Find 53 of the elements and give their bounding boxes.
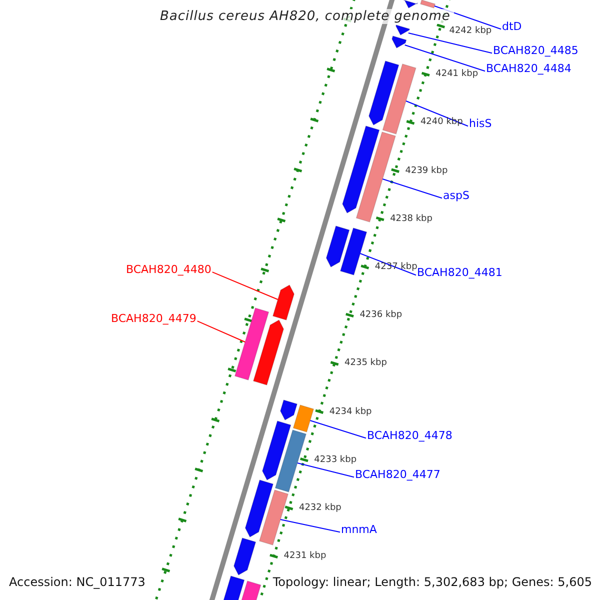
scale-label: 4239 kbp bbox=[405, 166, 448, 177]
scale-label: 4242 kbp bbox=[449, 26, 492, 37]
scale-label: 4233 kbp bbox=[314, 454, 357, 466]
leader-line bbox=[212, 272, 278, 300]
accession-text: Accession: NC_011773 bbox=[9, 574, 146, 590]
gene-feature bbox=[292, 404, 314, 432]
gene-feature bbox=[234, 308, 270, 380]
scale-label: 4237 kbp bbox=[374, 262, 418, 273]
leader-line bbox=[408, 32, 492, 54]
gene-feature bbox=[382, 64, 416, 134]
gene-label: BCAH820_4485 bbox=[493, 44, 578, 58]
gene-feature bbox=[368, 60, 400, 126]
scale-label: 4235 kbp bbox=[344, 358, 387, 370]
leader-line bbox=[406, 100, 468, 127]
scale-label: 4240 kbp bbox=[420, 117, 463, 128]
scale-label: 4241 kbp bbox=[436, 69, 478, 80]
scale-label: 4231 kbp bbox=[284, 551, 326, 562]
leader-line bbox=[434, 6, 502, 30]
leader-line bbox=[296, 462, 354, 478]
gene-label: aspS bbox=[443, 189, 470, 203]
gene-feature bbox=[274, 430, 307, 492]
scale-label: 4232 kbp bbox=[298, 503, 342, 514]
leader-line bbox=[404, 44, 486, 72]
gene-feature bbox=[342, 126, 380, 214]
gene-label: dtD bbox=[502, 20, 522, 34]
gene-label: mnmA bbox=[341, 523, 377, 537]
gene-feature bbox=[280, 400, 298, 421]
gene-feature bbox=[244, 480, 274, 538]
gene-feature bbox=[262, 420, 292, 481]
gene-label: BCAH820_4479 bbox=[111, 312, 196, 326]
gene-feature bbox=[340, 228, 368, 276]
scale-label: 4234 kbp bbox=[329, 406, 372, 418]
gene-feature bbox=[221, 576, 245, 600]
leader-line bbox=[280, 519, 340, 533]
gene-label: BCAH820_4478 bbox=[367, 429, 452, 443]
leader-line bbox=[196, 320, 246, 342]
gene-feature bbox=[272, 284, 295, 320]
scale-label: 4236 kbp bbox=[360, 310, 402, 322]
gene-feature bbox=[233, 538, 256, 576]
gene-feature bbox=[258, 490, 289, 546]
gene-feature bbox=[392, 36, 407, 49]
gene-label: BCAH820_4481 bbox=[417, 266, 502, 280]
leader-line bbox=[310, 420, 366, 439]
genome-info-text: Topology: linear; Length: 5,302,683 bp; Genes: 5,605 bbox=[272, 574, 592, 590]
gene-label: hisS bbox=[469, 117, 492, 131]
scale-label: 4238 kbp bbox=[390, 214, 432, 225]
gene-feature bbox=[326, 226, 350, 268]
gene-feature bbox=[252, 319, 284, 386]
leader-line bbox=[360, 253, 416, 276]
gene-label: BCAH820_4484 bbox=[486, 62, 572, 76]
leader-line bbox=[382, 178, 442, 199]
gene-label: BCAH820_4477 bbox=[355, 468, 440, 482]
gene-label: BCAH820_4480 bbox=[126, 263, 212, 277]
